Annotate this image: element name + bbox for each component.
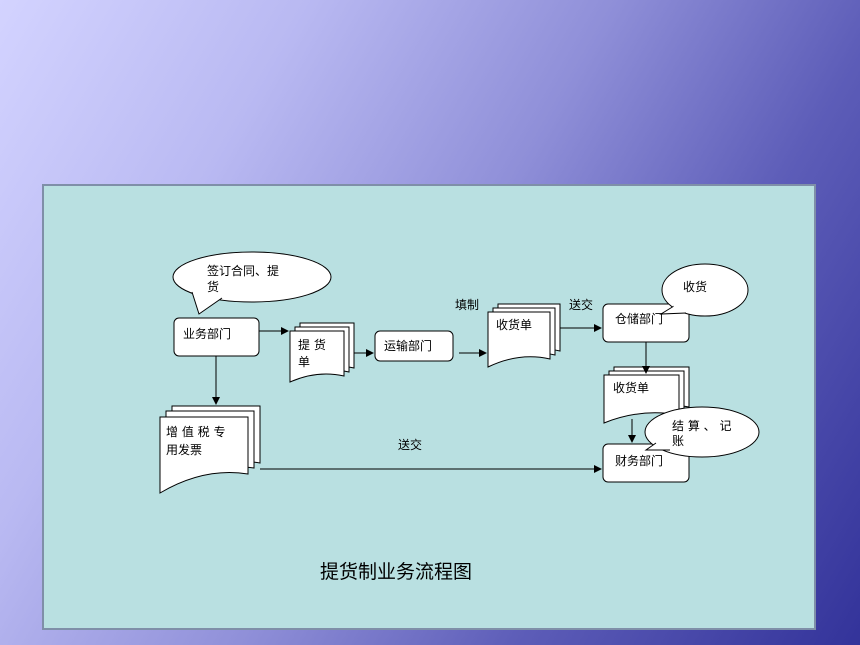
- doc-delivery-note-line1: 提 货: [298, 337, 326, 352]
- node-warehouse-dept-label: 仓储部门: [615, 311, 663, 326]
- doc-delivery-note-line2: 单: [298, 355, 310, 369]
- callout-finance: 结 算 、 记 账: [644, 406, 760, 458]
- callout-finance-line1: 结 算 、 记: [672, 418, 731, 433]
- doc-receipt-2: 收货单: [603, 366, 690, 424]
- diagram-panel: 签订合同、提 货 业务部门 提 货 单 运输部门 收货单 仓储部门 收货: [42, 184, 816, 630]
- doc-vat-invoice-line1: 增 值 税 专: [166, 424, 225, 439]
- node-transport-dept-label: 运输部门: [384, 338, 432, 353]
- flowchart: 签订合同、提 货 业务部门 提 货 单 运输部门 收货单 仓储部门 收货: [159, 251, 760, 583]
- diagram-title: 提货制业务流程图: [320, 561, 472, 583]
- node-finance-dept: 财务部门: [602, 443, 690, 483]
- doc-receipt-1: 收货单: [487, 303, 561, 368]
- doc-vat-invoice-line2: 用发票: [166, 442, 202, 457]
- node-business-dept-label: 业务部门: [183, 326, 231, 341]
- callout-warehouse: 收货: [659, 263, 749, 317]
- callout-business-line2: 货: [207, 279, 219, 294]
- doc-vat-invoice: 增 值 税 专 用发票: [159, 405, 261, 494]
- doc-delivery-note: 提 货 单: [289, 322, 355, 383]
- node-business-dept: 业务部门: [173, 317, 260, 357]
- edge-label-send-1: 送交: [569, 297, 593, 312]
- doc-receipt-2-label: 收货单: [613, 380, 649, 395]
- callout-business-line1: 签订合同、提: [207, 263, 279, 278]
- callout-finance-line2: 账: [672, 434, 684, 448]
- node-finance-dept-label: 财务部门: [615, 453, 663, 468]
- callout-business: 签订合同、提 货: [172, 251, 332, 315]
- edge-label-fill-in: 填制: [455, 298, 479, 312]
- callout-warehouse-label: 收货: [683, 279, 707, 294]
- doc-receipt-1-label: 收货单: [496, 317, 532, 332]
- node-transport-dept: 运输部门: [374, 330, 454, 362]
- edge-label-send-2: 送交: [398, 437, 422, 452]
